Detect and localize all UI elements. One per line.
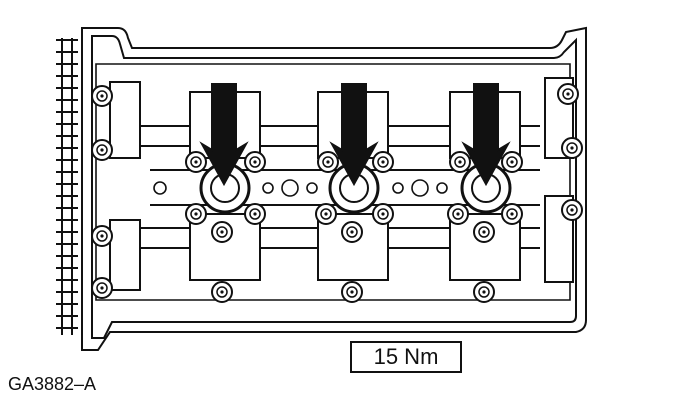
torque-spec-label: 15 Nm [373,344,439,369]
torque-spec-box: 15 Nm [350,341,462,373]
figure-id-label: GA3882–A [8,374,97,394]
arrow-down-icon [461,83,511,187]
arrow-down-icon [199,83,249,187]
arrow-down-icon [329,83,379,187]
oil-galleries [153,179,448,197]
spark-plug-wells [199,162,512,214]
timing-chain [56,38,78,335]
callout-arrows [199,83,511,187]
cylinder-head-housing [81,26,587,351]
